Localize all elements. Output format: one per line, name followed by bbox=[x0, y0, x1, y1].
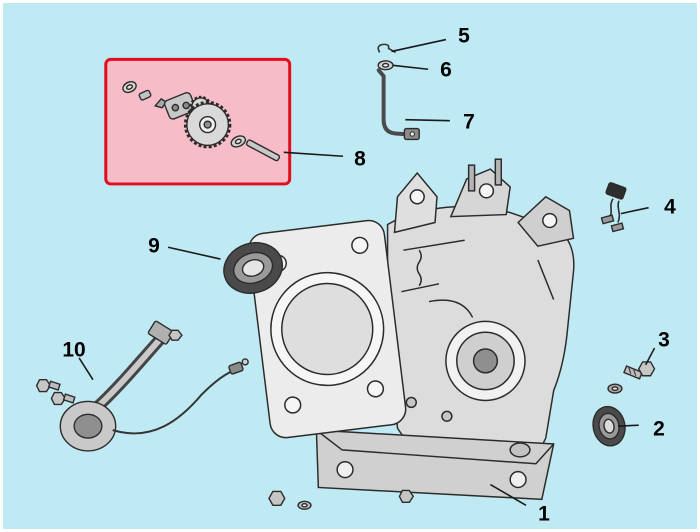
governor-gear-assembly-drawing bbox=[122, 80, 281, 162]
oil-seal-2-drawing bbox=[592, 405, 626, 447]
oil-seal-9-drawing bbox=[223, 242, 284, 294]
callout-3[interactable]: 3 bbox=[658, 328, 670, 352]
callout-4[interactable]: 4 bbox=[664, 195, 676, 219]
cotter-pin-drawing bbox=[377, 43, 396, 54]
ignition-coil-drawing bbox=[35, 320, 249, 452]
callout-8[interactable]: 8 bbox=[354, 147, 366, 171]
leader-lines bbox=[78, 38, 656, 506]
bottom-fasteners-drawing bbox=[268, 489, 415, 510]
governor-arm-drawing bbox=[376, 68, 420, 141]
washer-6-drawing bbox=[377, 60, 394, 71]
engine-block-drawing bbox=[248, 158, 575, 501]
callout-1[interactable]: 1 bbox=[538, 502, 550, 526]
callout-9[interactable]: 9 bbox=[148, 234, 160, 258]
callout-2[interactable]: 2 bbox=[653, 417, 665, 441]
callout-10[interactable]: 10 bbox=[62, 338, 86, 362]
bolt-3-drawing bbox=[607, 361, 656, 394]
callout-6[interactable]: 6 bbox=[440, 58, 452, 82]
exploded-view-drawing bbox=[35, 38, 656, 510]
callout-7[interactable]: 7 bbox=[463, 110, 475, 134]
callout-5[interactable]: 5 bbox=[458, 24, 470, 48]
wire-clip-drawing bbox=[600, 182, 627, 233]
